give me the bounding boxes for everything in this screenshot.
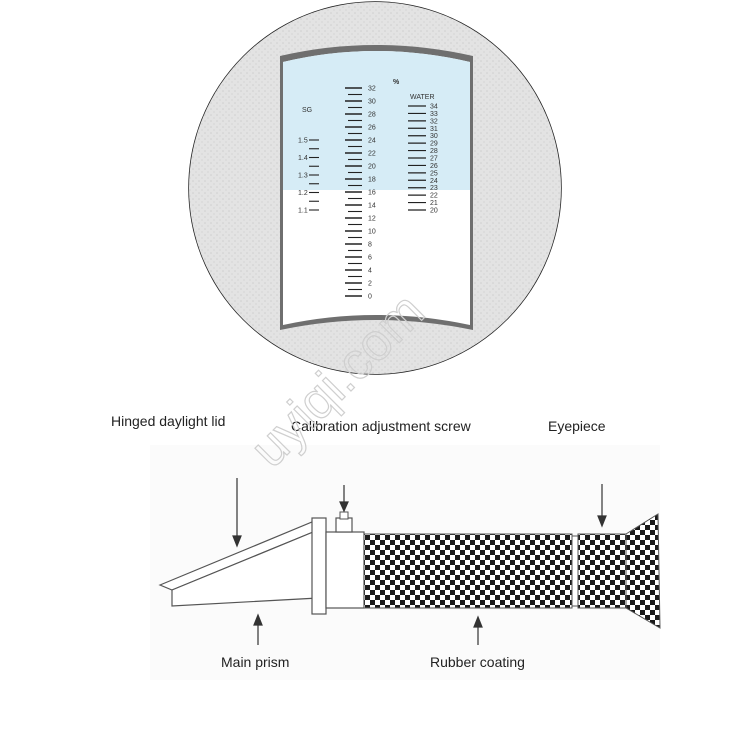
center-scale-number: 8	[368, 242, 372, 249]
center-scale-number: 26	[368, 125, 376, 132]
water-scale-number: 32	[430, 118, 438, 125]
label-eyepiece: Eyepiece	[548, 418, 606, 434]
label-rubber-coating: Rubber coating	[430, 654, 525, 670]
tube-ring	[571, 535, 579, 607]
water-scale-number: 24	[430, 178, 438, 185]
center-scale-number: 20	[368, 164, 376, 171]
rubber-coating	[363, 533, 573, 609]
blue-field	[283, 51, 470, 190]
eyepiece-tube	[577, 533, 627, 609]
water-scale-number: 26	[430, 163, 438, 170]
water-scale-number: 33	[430, 111, 438, 118]
water-scale-number: 21	[430, 200, 438, 207]
center-scale-number: 0	[368, 294, 372, 301]
sg-label: SG	[302, 107, 312, 114]
water-scale-number: 22	[430, 193, 438, 200]
water-scale-number: 30	[430, 133, 438, 140]
center-scale-number: 2	[368, 281, 372, 288]
refractometer-diagram: Hinged daylight lid Calibration adjustme…	[111, 413, 661, 680]
label-calibration-screw: Calibration adjustment screw	[291, 418, 472, 434]
sg-scale-number: 1.4	[298, 155, 308, 162]
hinge-block	[311, 517, 327, 615]
eyepiece-view: % WATER SG 32302826242220181614121086420…	[188, 1, 562, 375]
screw-head	[339, 511, 349, 520]
center-scale-number: 32	[368, 86, 376, 93]
water-label: WATER	[410, 94, 435, 101]
center-scale-number: 12	[368, 216, 376, 223]
center-scale-number: 22	[368, 151, 376, 158]
label-hinged-lid: Hinged daylight lid	[111, 413, 225, 429]
percent-symbol: %	[393, 79, 400, 86]
water-scale-number: 34	[430, 104, 438, 111]
center-scale-number: 14	[368, 203, 376, 210]
sg-scale-number: 1.5	[298, 138, 308, 145]
center-scale-number: 16	[368, 190, 376, 197]
water-scale-number: 31	[430, 126, 438, 133]
sg-scale: 1.5 1.4 1.3 1.2 1.1	[298, 138, 319, 215]
label-main-prism: Main prism	[221, 654, 289, 670]
center-scale-number: 10	[368, 229, 376, 236]
center-scale-number: 6	[368, 255, 372, 262]
water-scale-number: 29	[430, 141, 438, 148]
center-scale-number: 28	[368, 112, 376, 119]
water-scale-number: 20	[430, 208, 438, 215]
center-scale-number: 30	[368, 99, 376, 106]
sg-scale-number: 1.1	[298, 208, 308, 215]
sg-scale-number: 1.3	[298, 173, 308, 180]
water-scale-number: 23	[430, 185, 438, 192]
body-section	[325, 531, 365, 609]
water-scale-number: 25	[430, 170, 438, 177]
sg-scale-number: 1.2	[298, 190, 308, 197]
eyepiece-cup	[625, 513, 661, 629]
center-scale-number: 24	[368, 138, 376, 145]
center-scale-number: 18	[368, 177, 376, 184]
center-scale-number: 4	[368, 268, 372, 275]
water-scale-number: 28	[430, 148, 438, 155]
water-scale-number: 27	[430, 156, 438, 163]
calibration-screw	[335, 517, 353, 533]
